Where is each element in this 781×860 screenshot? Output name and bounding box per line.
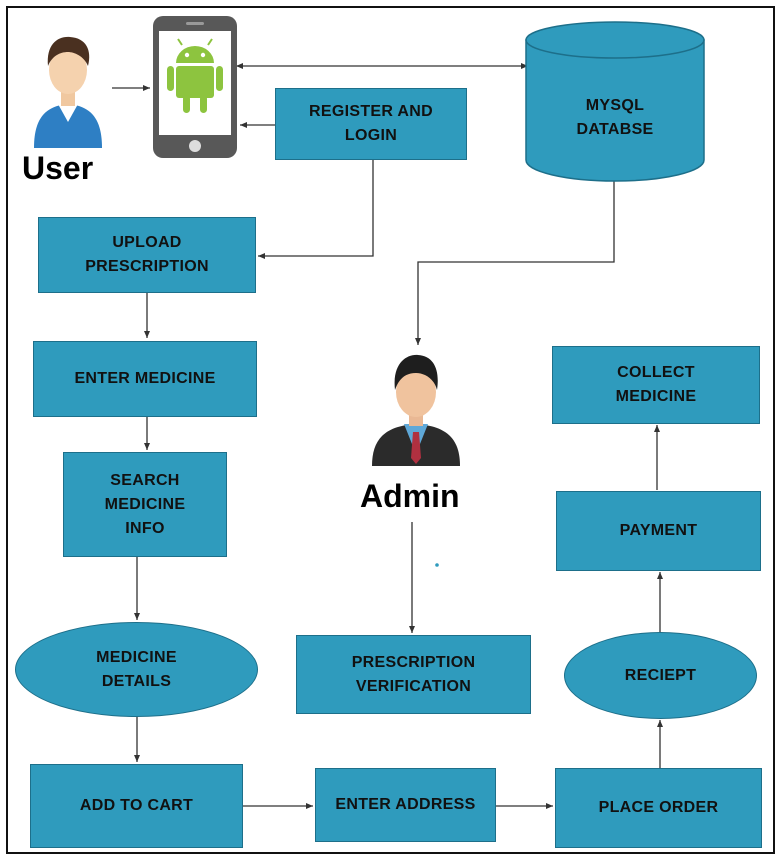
node-prescription-verification: PRESCRIPTION VERIFICATION — [296, 635, 531, 714]
node-enter-medicine: ENTER MEDICINE — [33, 341, 257, 417]
node-collect-medicine: COLLECT MEDICINE — [552, 346, 760, 424]
node-medicine-details: MEDICINE DETAILS — [15, 622, 258, 717]
node-search-medicine-info: SEARCH MEDICINE INFO — [63, 452, 227, 557]
arrow-database-to-admin — [415, 180, 615, 345]
node-upload-prescription: UPLOAD PRESCRIPTION — [38, 217, 256, 293]
stray-dot — [435, 563, 439, 567]
node-add-to-cart: ADD TO CART — [30, 764, 243, 848]
android-phone-icon — [153, 16, 237, 158]
node-place-order: PLACE ORDER — [555, 768, 762, 848]
node-receipt: RECIEPT — [564, 632, 757, 719]
arrow-register-to-upload — [258, 160, 374, 259]
node-payment: PAYMENT — [556, 491, 761, 571]
node-mysql-database: MYSQL DATABSE — [576, 97, 654, 138]
node-register-login: REGISTER AND LOGIN — [275, 88, 467, 160]
diagram-frame — [6, 6, 775, 854]
admin-avatar-icon — [372, 354, 460, 466]
node-enter-address: ENTER ADDRESS — [315, 768, 496, 842]
user-avatar-icon — [34, 36, 102, 148]
admin-label: Admin — [360, 478, 460, 514]
mysql-database-cylinder — [525, 21, 705, 182]
user-label: User — [22, 150, 94, 186]
